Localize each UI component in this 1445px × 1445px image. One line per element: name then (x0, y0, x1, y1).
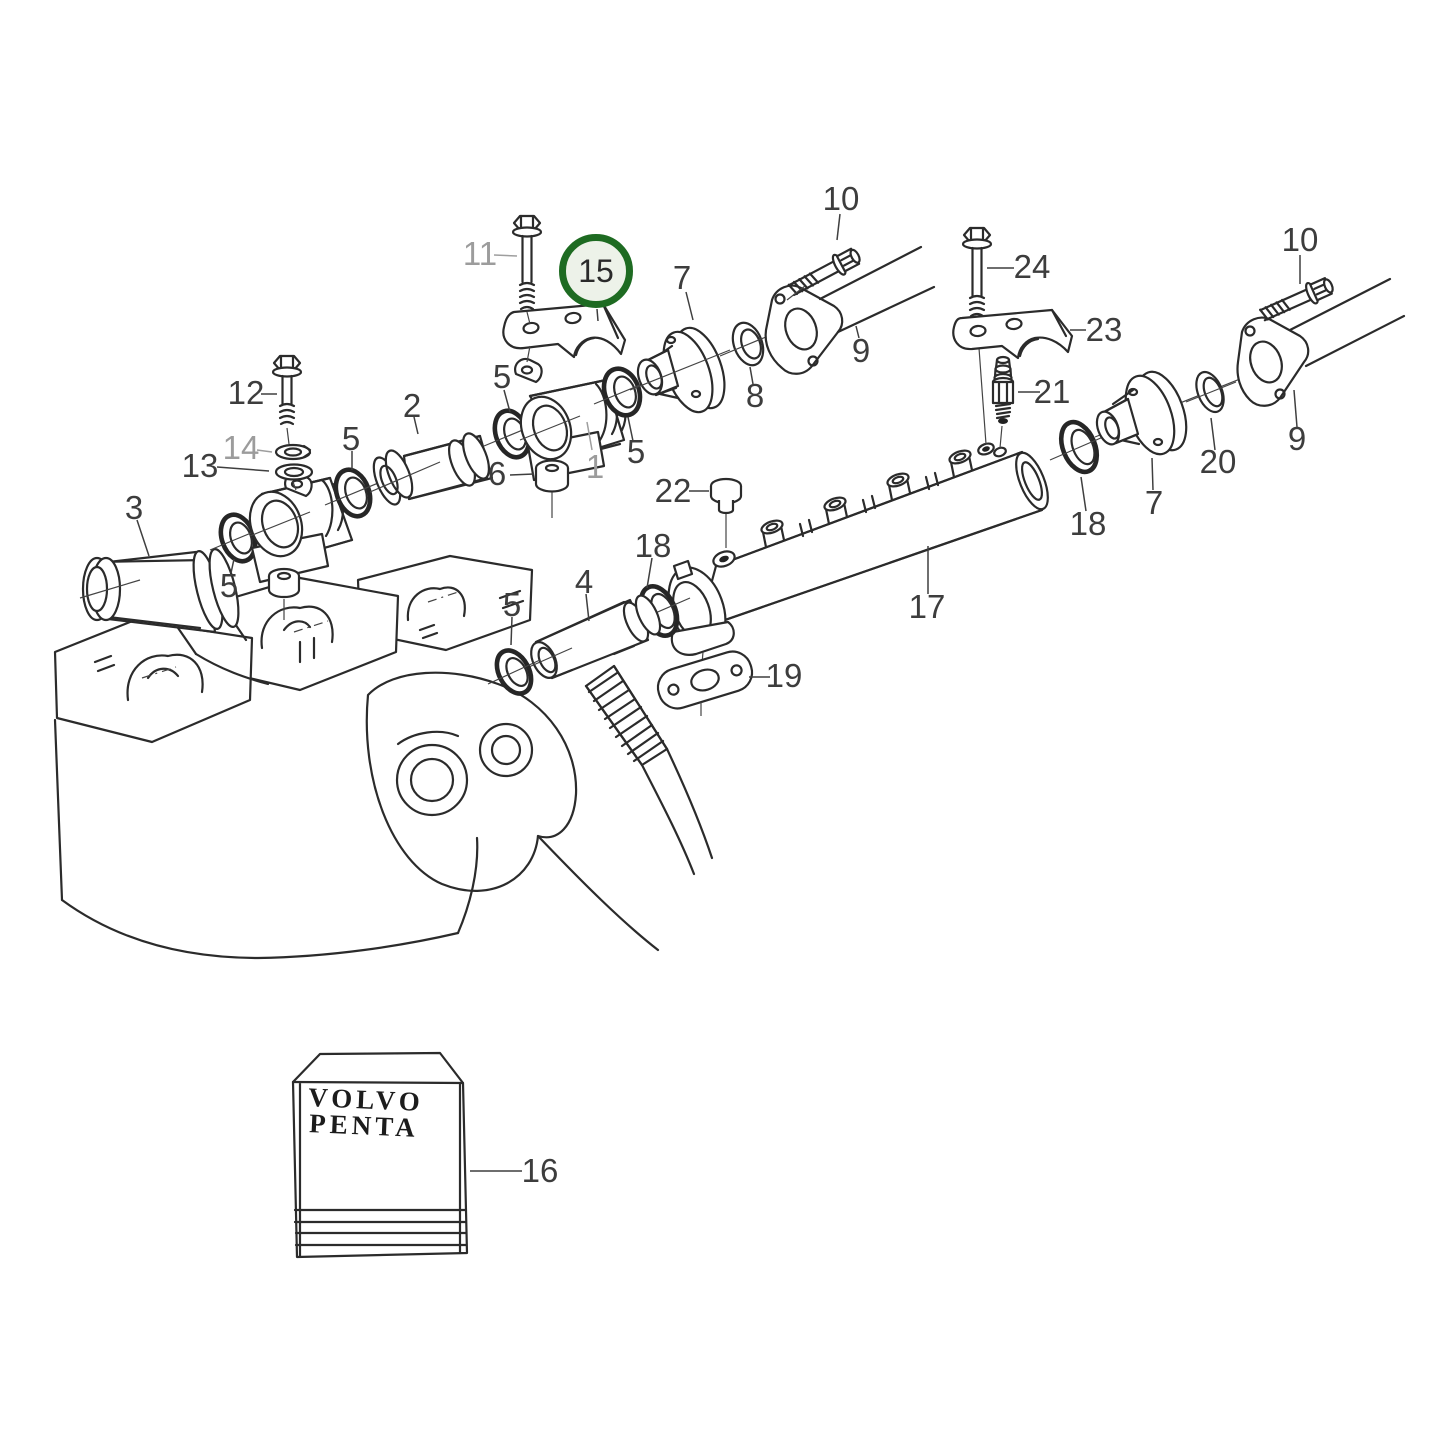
engine-block (53, 554, 660, 960)
part-label-20: 20 (1199, 443, 1237, 480)
flange-9-right (1236, 277, 1406, 407)
part-label-10-left: 10 (822, 180, 860, 217)
plug-22 (709, 477, 743, 548)
leader-lines (136, 213, 1301, 1172)
drain-fitting-21 (991, 355, 1015, 449)
connecting-pipe-4 (521, 594, 662, 680)
highlighted-part-label-15: 15 (559, 234, 633, 308)
thermostat-housing-left (248, 471, 354, 584)
part-label-5-b: 5 (341, 420, 361, 457)
part-label-7-right: 7 (1144, 484, 1164, 521)
bellows-hose (584, 664, 714, 876)
part-label-21: 21 (1033, 373, 1071, 410)
bracket-23 (952, 308, 1074, 360)
part-label-10-right: 10 (1281, 221, 1319, 258)
manifold-end-flange (667, 559, 735, 665)
part-label-9-left: 9 (851, 332, 871, 369)
part-label-4: 4 (574, 563, 594, 600)
part-label-7-left: 7 (672, 259, 692, 296)
bolt-11 (511, 214, 543, 363)
volvo-box-brand-line2: PENTA (308, 1108, 420, 1143)
o-ring-5-b (324, 467, 384, 519)
bracket-15-highlighted-part (502, 302, 627, 359)
part-label-18-right: 18 (1069, 505, 1107, 542)
exhaust-manifold-17 (667, 442, 1049, 665)
bolt-12 (271, 354, 303, 491)
part-label-22: 22 (654, 472, 692, 509)
part-label-5-d: 5 (219, 567, 239, 604)
part-label-16: 16 (521, 1152, 559, 1189)
part-label-5-a: 5 (492, 358, 512, 395)
gasket-ring-20 (1185, 370, 1237, 414)
part-label-24: 24 (1013, 248, 1051, 285)
part-label-11: 11 (462, 235, 498, 272)
cap-under-left-housing (267, 567, 301, 620)
manifold-port-stubs (760, 449, 974, 549)
part-label-18-left: 18 (634, 527, 672, 564)
gasket-19 (656, 650, 754, 710)
part-label-2: 2 (402, 387, 422, 424)
part-label-23: 23 (1085, 311, 1123, 348)
o-ring-5-e (487, 648, 541, 696)
part-label-19: 19 (765, 657, 803, 694)
bolt-10-left (787, 247, 861, 297)
part-label-8: 8 (745, 377, 765, 414)
part-label-14: 14 (222, 429, 260, 466)
part-label-3: 3 (124, 489, 144, 526)
flat-washer-13 (274, 463, 314, 481)
flange-9-left (764, 245, 936, 375)
cap-6 (534, 459, 570, 518)
part-label-13: 13 (181, 447, 219, 484)
gasket-kit-box-16 (291, 1051, 469, 1259)
outlet-hub-7-left (629, 326, 731, 414)
water-pipe-3 (79, 547, 240, 634)
seal-ring-18-right (1049, 419, 1111, 475)
seal-ring-8 (719, 321, 779, 367)
part-label-1: 1 (585, 448, 605, 485)
part-label-5-c: 5 (626, 433, 646, 470)
water-pipe-2 (369, 432, 494, 506)
bolt-10-right (1259, 277, 1334, 322)
outlet-hub-7-right (1095, 370, 1188, 456)
part-label-12: 12 (227, 374, 265, 411)
part-label-9-right: 9 (1287, 420, 1307, 457)
part-label-5-e: 5 (502, 586, 522, 623)
thermostat-housing-1 (514, 357, 627, 482)
highlighted-part-number: 15 (578, 252, 614, 289)
part-label-6: 6 (487, 455, 507, 492)
part-label-17: 17 (908, 588, 946, 625)
lock-washer-14 (274, 443, 312, 461)
